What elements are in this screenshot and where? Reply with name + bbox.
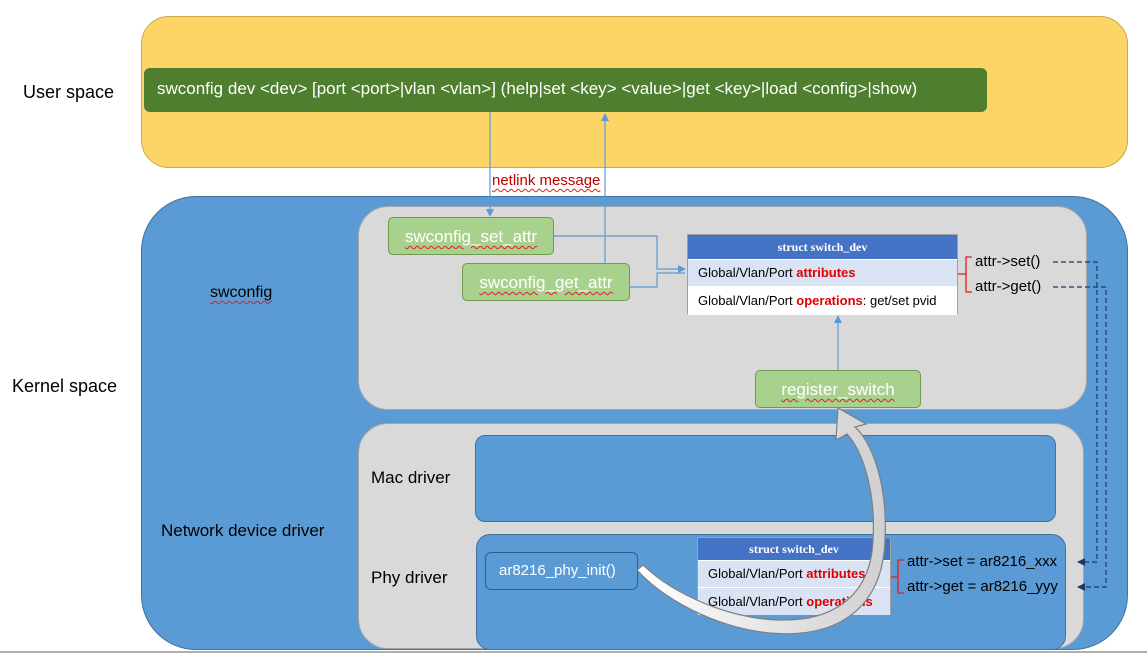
attr-get-bottom-label: attr->get = ar8216_yyy (907, 578, 1058, 595)
swconfig-set-attr-label: swconfig_set_attr (404, 227, 538, 246)
kernel-space-label: Kernel space (12, 376, 118, 396)
register-switch-box: register_switch (755, 370, 921, 408)
swconfig-command-bar: swconfig dev <dev> [port <port>|vlan <vl… (144, 68, 987, 112)
mac-driver-box (475, 435, 1056, 522)
netlink-message-label: netlink message (492, 172, 601, 189)
swconfig-label: swconfig (210, 284, 273, 301)
attr-set-bottom-label: attr->set = ar8216_xxx (907, 553, 1058, 570)
dashed-set-link (1053, 261, 1098, 566)
big-curved-arrow (636, 407, 886, 635)
swconfig-set-attr-box: swconfig_set_attr (388, 217, 554, 255)
red-brace-top (958, 256, 972, 293)
set-attr-connector (554, 235, 686, 273)
struct-top-operations-row: Global/Vlan/Port operations: get/set pvi… (688, 286, 957, 315)
struct-top-title: struct switch_dev (688, 235, 957, 259)
network-device-driver-label: Network device driver (161, 521, 325, 540)
ar8216-phy-init-label: ar8216_phy_init() (499, 562, 616, 579)
ar8216-phy-init-box: ar8216_phy_init() (485, 552, 638, 590)
register-switch-label: register_switch (781, 380, 895, 399)
red-brace-bottom (891, 559, 904, 594)
attr-get-top-label: attr->get() (975, 278, 1042, 295)
get-attr-connector (630, 272, 685, 288)
struct-top-attributes-row: Global/Vlan/Port attributes (688, 259, 957, 286)
attr-set-top-label: attr->set() (975, 253, 1041, 270)
swconfig-command-text: swconfig dev <dev> [port <port>|vlan <vl… (157, 79, 918, 98)
dashed-get-link (1053, 286, 1107, 591)
mac-driver-label: Mac driver (371, 468, 451, 487)
phy-driver-label: Phy driver (371, 568, 448, 587)
user-space-label: User space (23, 82, 115, 102)
struct-bottom-title: struct switch_dev (698, 538, 890, 560)
swconfig-get-attr-label: swconfig_get_attr (479, 273, 613, 292)
struct-switch-dev-top: struct switch_dev Global/Vlan/Port attri… (687, 234, 958, 315)
struct-switch-dev-bottom: struct switch_dev Global/Vlan/Port attri… (697, 537, 891, 615)
swconfig-get-attr-box: swconfig_get_attr (462, 263, 630, 301)
struct-bottom-attributes-row: Global/Vlan/Port attributes (698, 560, 890, 587)
